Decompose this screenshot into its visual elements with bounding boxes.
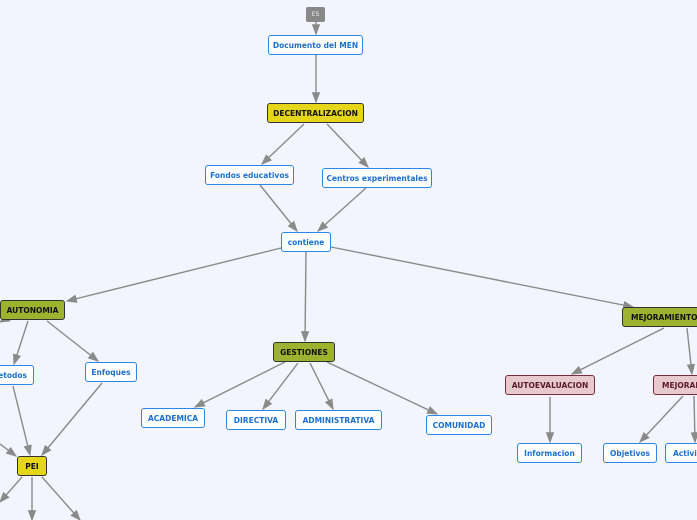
node-actividades[interactable]: Actividades <box>665 443 697 463</box>
es-node[interactable]: ES <box>306 7 325 22</box>
node-autonomia[interactable]: AUTONOMIA <box>0 300 65 320</box>
node-mejoramiento-sub[interactable]: MEJORAMIENTO <box>653 375 697 395</box>
node-decentralizacion[interactable]: DECENTRALIZACION <box>267 103 364 123</box>
node-academica[interactable]: ACADEMICA <box>141 408 205 428</box>
node-enfoques[interactable]: Enfoques <box>85 362 137 382</box>
node-administrativa[interactable]: ADMINISTRATIVA <box>295 410 382 430</box>
node-metodos[interactable]: Metodos <box>0 365 34 385</box>
node-autoevaluacion[interactable]: AUTOEVALUACION <box>505 375 595 395</box>
node-pei[interactable]: PEI <box>17 456 47 476</box>
node-fondos-educativos[interactable]: Fondos educativos <box>205 165 294 185</box>
node-gestiones[interactable]: GESTIONES <box>273 342 335 362</box>
node-objetivos[interactable]: Objetivos <box>603 443 657 463</box>
node-centros-experimentales[interactable]: Centros experimentales <box>322 168 432 188</box>
node-documento-men[interactable]: Documento del MEN <box>268 35 363 55</box>
node-directiva[interactable]: DIRECTIVA <box>226 410 286 430</box>
node-mejoramiento[interactable]: MEJORAMIENTO <box>622 307 697 327</box>
node-informacion[interactable]: Informacion <box>517 443 582 463</box>
node-comunidad[interactable]: COMUNIDAD <box>426 415 492 435</box>
node-contiene[interactable]: contiene <box>281 232 331 252</box>
